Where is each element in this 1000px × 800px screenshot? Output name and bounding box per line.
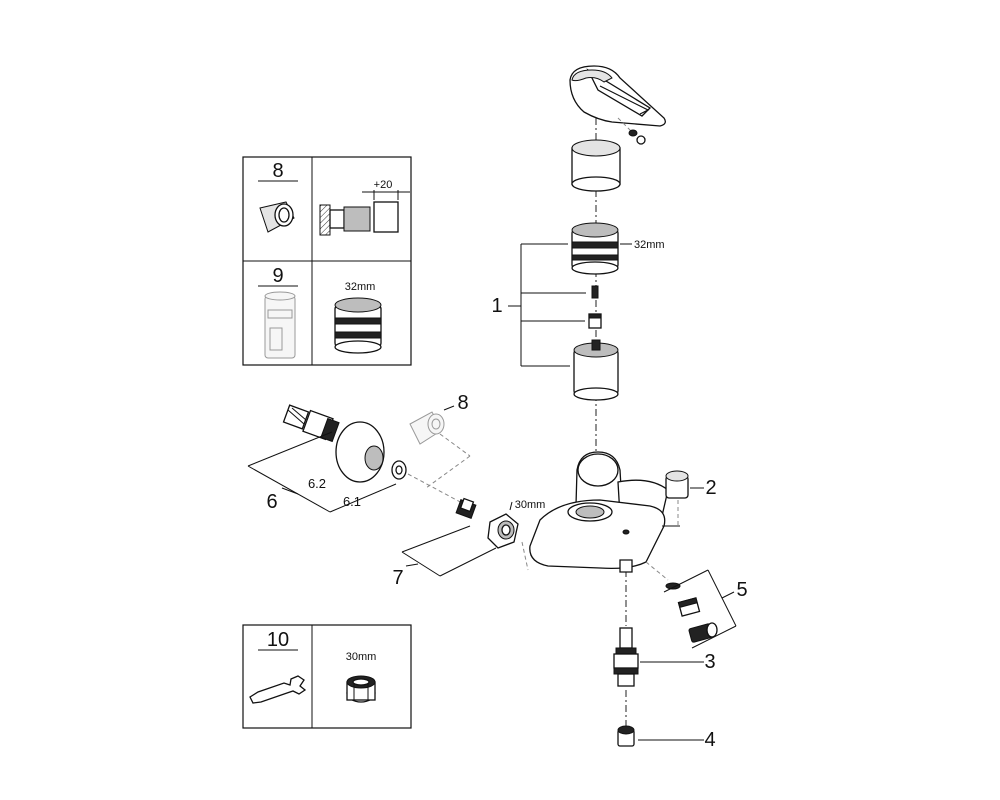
label-part-8: 8 xyxy=(457,392,468,414)
nut-dimension-inset: 30mm xyxy=(346,651,377,663)
inset-box-top: 8 9 +20 xyxy=(242,156,412,366)
extension-adapter-icon xyxy=(259,201,295,233)
label-part-4: 4 xyxy=(704,729,715,751)
mixer-body xyxy=(529,451,669,573)
bracket-part-7 xyxy=(401,525,497,577)
washer-part-6 xyxy=(391,460,407,480)
label-part-6-1: 6.1 xyxy=(343,494,361,509)
aerator-insert xyxy=(677,597,701,617)
wall-extension-drawing: +20 xyxy=(319,179,410,236)
cartridge-ring-icon: 32mm xyxy=(334,281,382,354)
escutcheon-part-6-1 xyxy=(335,421,385,483)
nut-dimension: 30mm xyxy=(515,499,546,511)
label-part-6: 6 xyxy=(266,491,277,513)
end-cap-part-2 xyxy=(662,470,704,527)
inset-row8-number: 8 xyxy=(272,160,283,182)
label-part-5: 5 xyxy=(736,579,747,601)
extension-dimension: +20 xyxy=(374,179,393,191)
cartridge-adapter xyxy=(588,313,602,329)
aerator-part-5 xyxy=(645,561,737,649)
label-part-1: 1 xyxy=(491,295,502,317)
cartridge-screw xyxy=(591,285,599,299)
cartridge-dimension-inset: 32mm xyxy=(345,281,376,293)
knob-part-4 xyxy=(617,725,704,747)
nut-30mm-icon xyxy=(346,675,376,703)
label-part-6-2: 6.2 xyxy=(308,476,326,491)
mounting-sleeve-icon xyxy=(264,291,296,359)
ceramic-cartridge xyxy=(573,339,619,401)
lever-handle xyxy=(569,65,666,145)
aerator-housing xyxy=(688,622,718,643)
extension-adapter-part-8 xyxy=(409,405,471,489)
label-part-7: 7 xyxy=(392,567,403,589)
cartridge-ring: 32mm xyxy=(571,222,665,275)
label-part-3: 3 xyxy=(704,651,715,673)
bracket-part-1 xyxy=(508,243,586,367)
cover-cap xyxy=(571,139,621,192)
inset-tool-number: 10 xyxy=(267,629,289,651)
inset-box-bottom: 10 30mm xyxy=(242,624,412,729)
bracket-part-6 xyxy=(247,431,397,513)
diverter-part-3 xyxy=(613,627,704,687)
union-nut-part-7: 30mm xyxy=(455,497,546,571)
cartridge-dimension: 32mm xyxy=(634,239,665,251)
inset-row9-number: 9 xyxy=(272,265,283,287)
label-part-2: 2 xyxy=(705,477,716,499)
s-union-part-6-2 xyxy=(282,404,340,443)
wrench-icon xyxy=(249,675,307,704)
